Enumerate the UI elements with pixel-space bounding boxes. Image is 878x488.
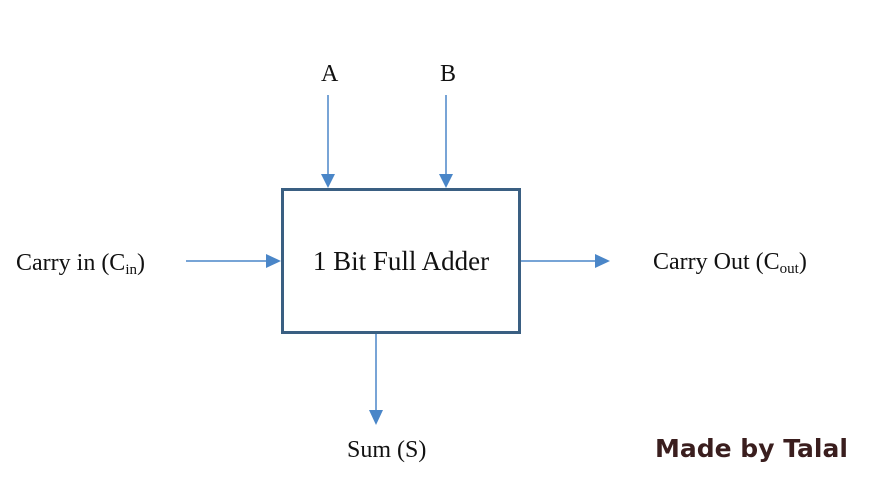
carry-out-subscript: out — [779, 261, 799, 277]
input-b-arrow — [439, 95, 453, 188]
carry-in-label: Carry in (Cin) — [16, 249, 145, 278]
sum-arrow — [369, 331, 383, 425]
carry-in-text: Carry in (C — [16, 250, 126, 276]
sum-label: Sum (S) — [347, 437, 427, 463]
input-a-arrow — [321, 95, 335, 188]
carry-in-subscript: in — [125, 262, 137, 278]
input-b-label: B — [440, 61, 457, 87]
carry-out-text: Carry Out (C — [653, 249, 780, 275]
carry-out-close: ) — [798, 249, 807, 275]
full-adder-block: 1 Bit Full Adder — [281, 188, 521, 334]
carry-in-arrow — [186, 254, 281, 268]
author-credit: Made by Talal — [655, 434, 848, 463]
carry-out-arrow — [518, 254, 610, 268]
carry-in-close: ) — [136, 250, 145, 276]
input-a-label: A — [321, 61, 339, 87]
full-adder-title: 1 Bit Full Adder — [312, 245, 490, 276]
carry-out-label: Carry Out (Cout) — [653, 248, 807, 277]
